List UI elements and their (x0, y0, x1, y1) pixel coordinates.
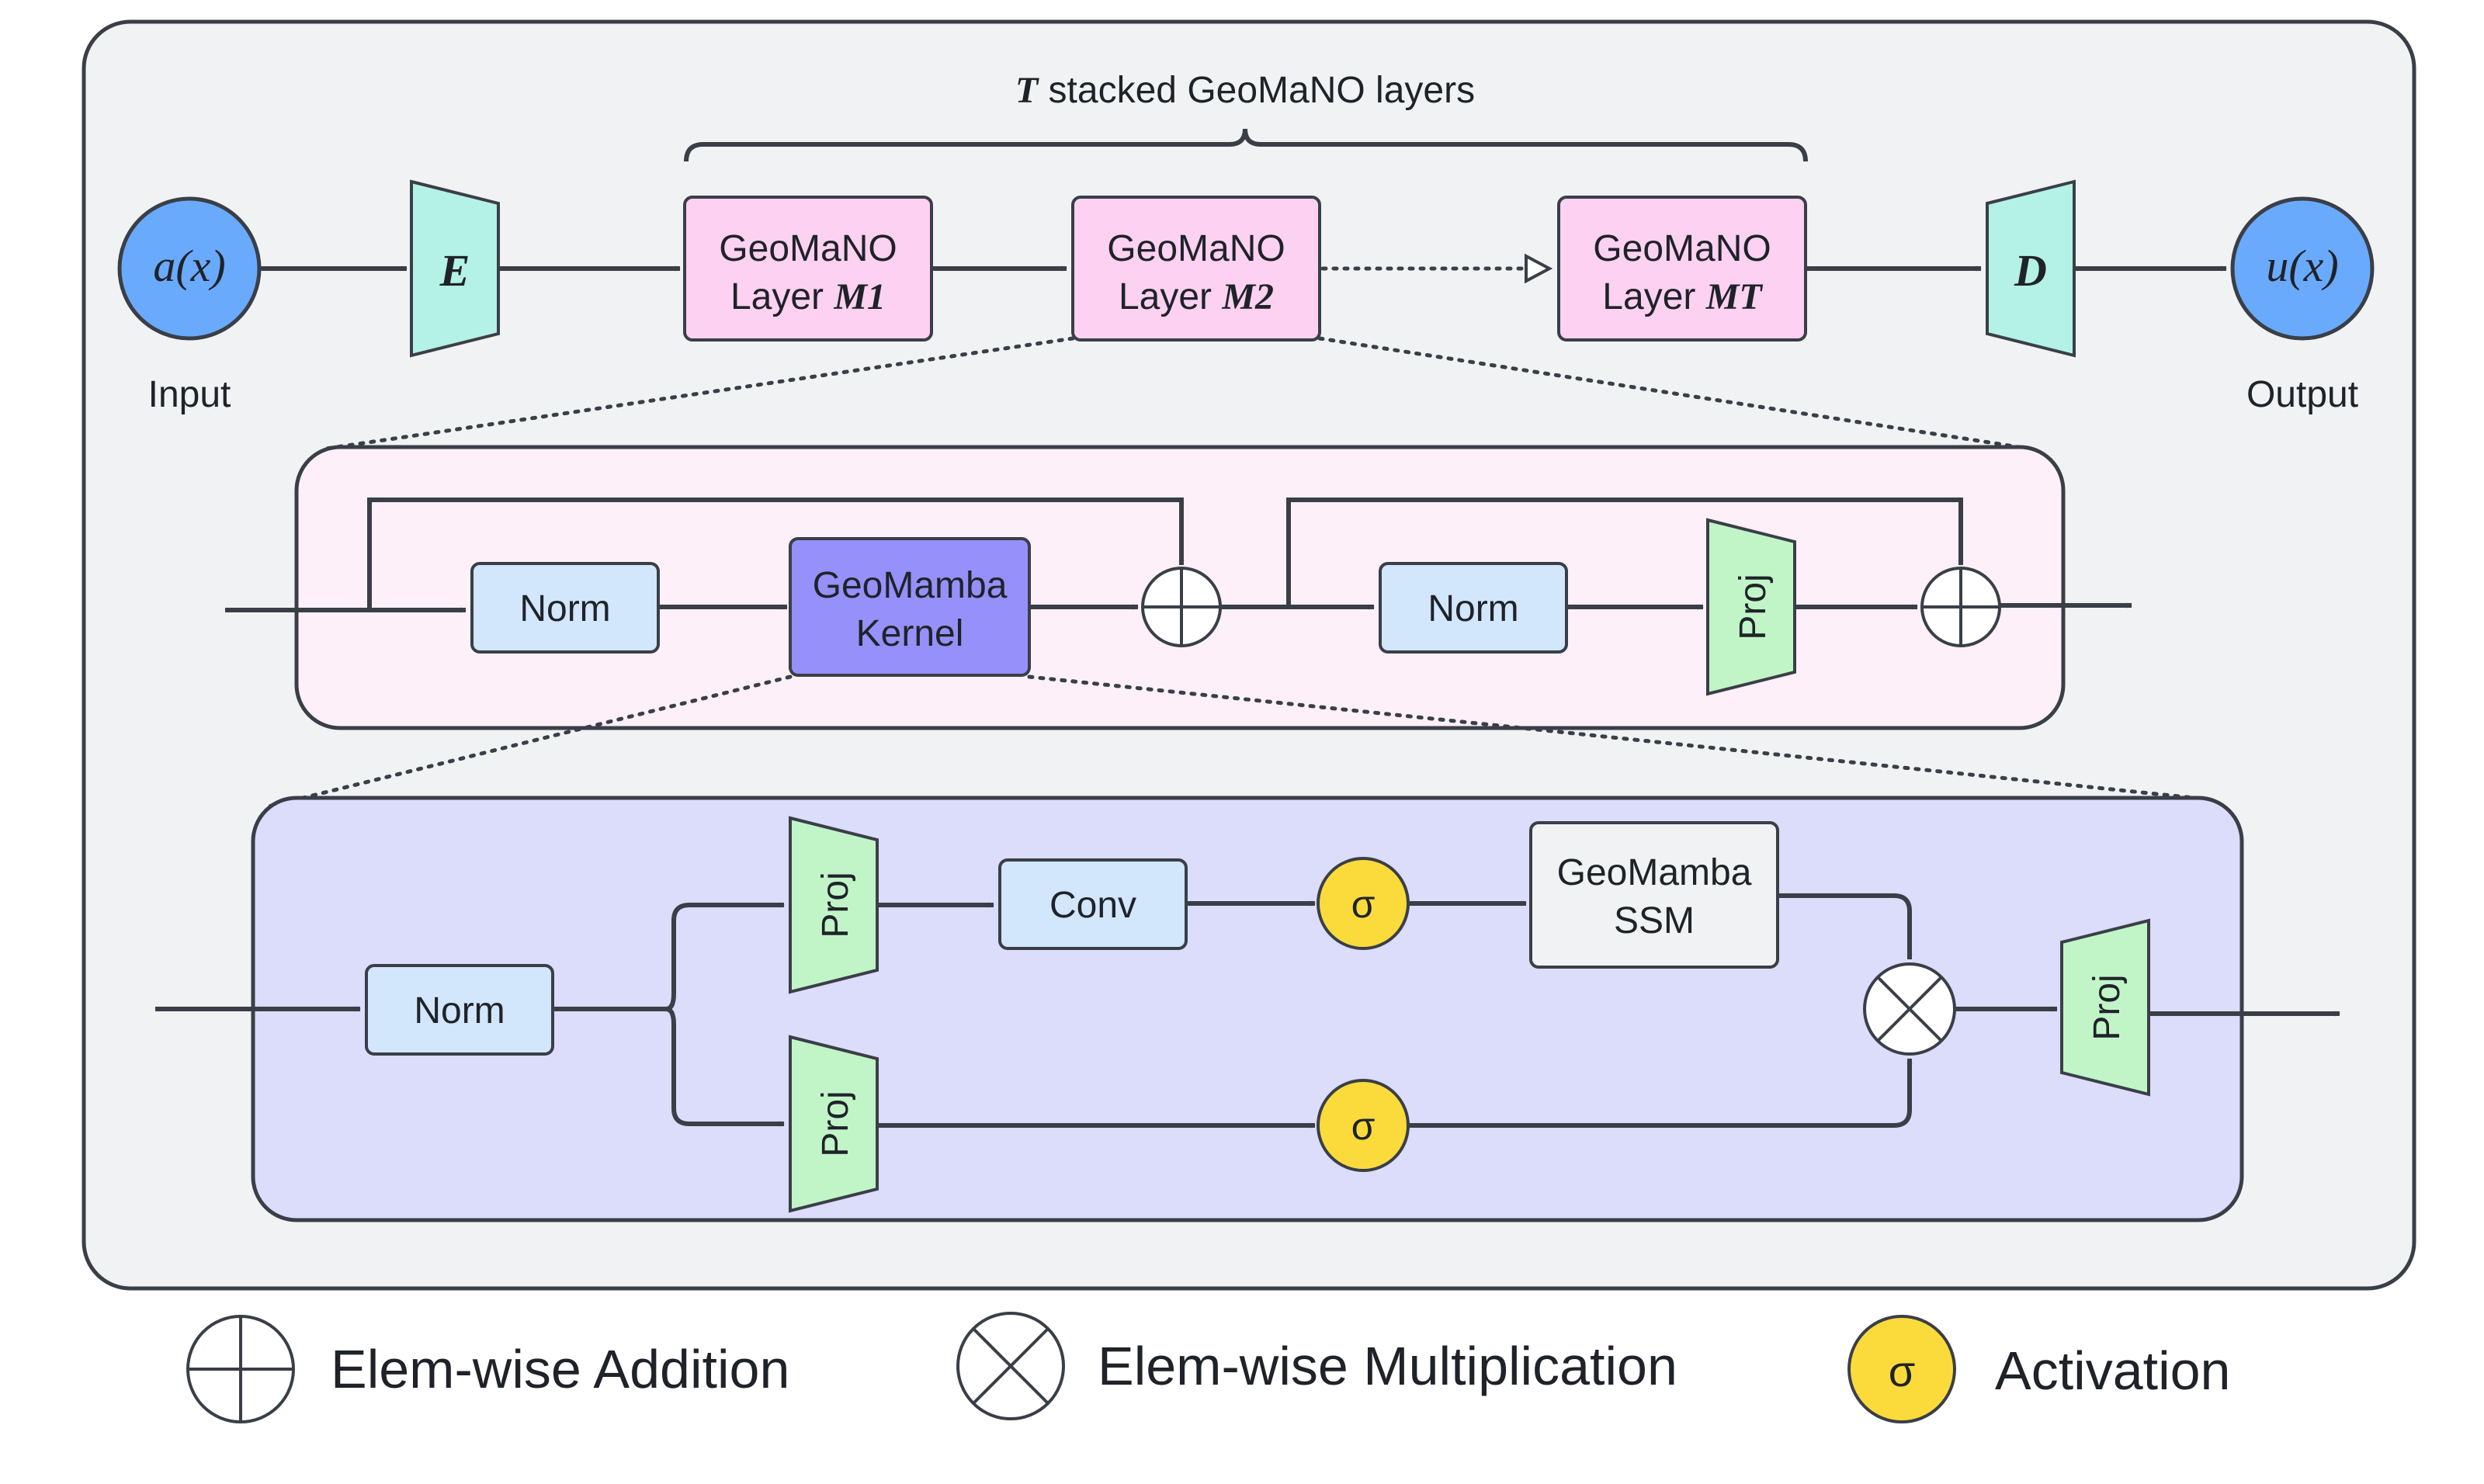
legend-multiplication-icon (956, 1312, 1065, 1420)
layer-m2-line1: GeoMaNO (1107, 228, 1285, 269)
layer-mt-line2: Layer MT (1602, 276, 1763, 317)
layer-residual-2 (1286, 498, 1964, 607)
kernel-norm-label: Norm (414, 990, 505, 1032)
geomamba-ssm-block (1529, 821, 1779, 969)
layer-m2-prefix: Layer (1119, 276, 1222, 317)
kernel-proj-top-label: Proj (815, 872, 856, 938)
stack-title-symbol: T (1015, 70, 1039, 111)
legend-addition-icon (186, 1315, 295, 1423)
layer-proj-label: Proj (1733, 574, 1774, 640)
layer-m1-prefix: Layer (730, 276, 834, 317)
kernel-branch-top (665, 902, 785, 1011)
layer-residual-1 (367, 498, 1185, 610)
zoom-line-layer-right (1317, 336, 2031, 451)
layer-m1-line2: Layer M1 (730, 276, 886, 317)
layer-m1-line1: GeoMaNO (719, 228, 897, 269)
geomamba-ssm-line2: SSM (1614, 900, 1695, 941)
input-symbol: a(x) (153, 241, 225, 291)
legend-activation-icon (1847, 1315, 1956, 1423)
encoder-block (410, 179, 500, 358)
activation-node-top-symbol: σ (1351, 882, 1376, 926)
legend-addition-label: Elem-wise Addition (331, 1339, 789, 1399)
stack-title-text: stacked GeoMaNO layers (1038, 70, 1475, 111)
geomamba-kernel-line1: GeoMamba (813, 565, 1008, 606)
layer-m2-symbol: M2 (1221, 276, 1274, 317)
output-symbol: u(x) (2266, 241, 2338, 291)
kernel-proj-out (2060, 918, 2150, 1097)
edge-layerT-open-arrow (1525, 253, 1553, 284)
layer-norm-1-label: Norm (519, 588, 610, 629)
layer-m2-line2: Layer M2 (1119, 276, 1274, 317)
encoder-symbol: E (439, 245, 470, 296)
kernel-conv-label: Conv (1049, 885, 1136, 926)
output-caption: Output (2246, 374, 2358, 415)
geomamba-ssm-line1: GeoMamba (1557, 852, 1752, 893)
layer-mt-line1: GeoMaNO (1593, 228, 1771, 269)
layer-norm-2-label: Norm (1428, 588, 1518, 629)
kernel-proj-out-label: Proj (2087, 974, 2128, 1040)
addition-node-2 (1920, 567, 2001, 647)
kernel-branch-bottom (665, 1007, 785, 1127)
zoom-line-layer-left (324, 336, 1075, 451)
kernel-proj-bottom (789, 1035, 879, 1213)
legend-activation-symbol: σ (1889, 1347, 1916, 1396)
kernel-proj-top (789, 816, 879, 994)
stack-brace (684, 128, 1808, 162)
zoom-line-kernel-left (263, 674, 793, 810)
layer-m2 (1071, 196, 1321, 342)
geomamba-kernel-line2: Kernel (856, 613, 964, 654)
layer-mt-prefix: Layer (1602, 276, 1705, 317)
input-caption: Input (148, 374, 231, 415)
decoder-block (1986, 179, 2076, 358)
stack-title: T stacked GeoMaNO layers (1015, 70, 1475, 111)
zoom-line-kernel-right (1027, 674, 2212, 802)
legend-activation-label: Activation (1995, 1340, 2230, 1401)
legend-multiplication-label: Elem-wise Multiplication (1098, 1336, 1677, 1396)
layer-mt-symbol: MT (1705, 276, 1764, 317)
edge-sigma-mult (1408, 1058, 1913, 1128)
activation-node-bottom-symbol: σ (1351, 1104, 1376, 1148)
legend: Elem-wise Addition Elem-wise Multiplicat… (186, 1312, 2230, 1423)
geomamba-kernel-block (789, 537, 1031, 677)
addition-node-1 (1141, 567, 1222, 647)
layer-m1-symbol: M1 (833, 276, 886, 317)
multiplication-node (1863, 962, 1956, 1056)
decoder-symbol: D (2014, 245, 2047, 296)
layer-proj-block (1706, 518, 1796, 696)
kernel-proj-bottom-label: Proj (815, 1090, 856, 1156)
output-node (2230, 196, 2375, 341)
edge-ssm-mult (1778, 893, 1913, 960)
